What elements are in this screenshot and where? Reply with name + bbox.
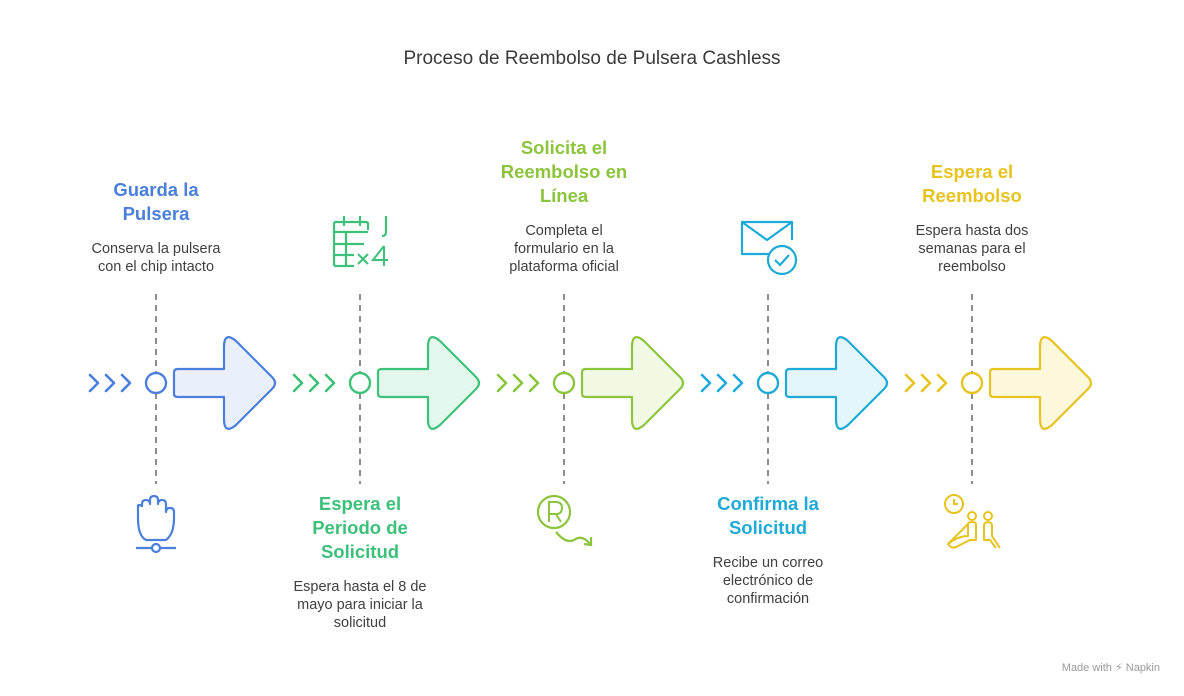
step-marker (144, 371, 168, 395)
step-description: Completa el formulario en la plataforma of… (469, 222, 659, 276)
chevron-icon (104, 373, 116, 393)
step-description-line: electrónico de (722, 573, 814, 589)
step-title-line: Confirma la (717, 493, 819, 514)
step-description: Conserva la pulsera con el chip intacto (61, 240, 251, 276)
step-description-line: formulario en la (514, 241, 614, 257)
step-3 (496, 294, 685, 547)
step-title: Solicita el Reembolso en Línea (469, 136, 659, 208)
step-4 (700, 220, 889, 484)
step-title-line: Espera el (930, 161, 1014, 182)
chevron-icon (700, 373, 712, 393)
step-description-line: Recibe un correo (712, 555, 824, 571)
chevron-icon (88, 373, 100, 393)
step-arrow (988, 336, 1093, 430)
step-5 (904, 294, 1093, 549)
step-title-line: Periodo de (312, 517, 408, 538)
step-title-line: Reembolso en (500, 161, 628, 182)
step-title: Guarda la Pulsera (61, 178, 251, 226)
mail-check-icon (740, 220, 798, 276)
chevron-icon (716, 373, 728, 393)
made-with-napkin-footer: Made with ⚡ Napkin (1061, 662, 1160, 674)
calendar-multiply-icon (332, 216, 388, 268)
step-title-line: Reembolso (922, 185, 1022, 206)
chevron-icon (324, 373, 336, 393)
step-title-line: Solicita el (520, 137, 608, 158)
step-title-line: Guarda la (113, 179, 199, 200)
chevron-icon (936, 373, 948, 393)
step-description-line: solicitud (333, 615, 387, 631)
chevron-icon (732, 373, 744, 393)
chevron-icon (308, 373, 320, 393)
step-title: Confirma la Solicitud (673, 492, 863, 540)
step-description: Recibe un correo electrónico de confirmaci… (673, 554, 863, 608)
step-arrow (784, 336, 889, 430)
refund-icon (536, 494, 593, 547)
step-title-line: Pulsera (122, 203, 190, 224)
step-title: Espera el Periodo de Solicitud (265, 492, 455, 564)
chevron-icon (292, 373, 304, 393)
chevron-icon (496, 373, 508, 393)
step-description-line: plataforma oficial (509, 259, 619, 275)
step-description-line: semanas para el (918, 241, 1026, 257)
step-description-line: con el chip intacto (97, 259, 215, 275)
diagram-title: Proceso de Reembolso de Pulsera Cashless (403, 48, 781, 69)
step-description-line: Espera hasta el 8 de (293, 579, 427, 595)
step-title-line: Espera el (318, 493, 402, 514)
step-marker (756, 371, 780, 395)
step-description: Espera hasta dos semanas para el reembolso (877, 222, 1067, 276)
step-description-line: Conserva la pulsera (91, 241, 221, 257)
step-title-line: Solicitud (728, 517, 808, 538)
step-arrow (580, 336, 685, 430)
chevron-icon (528, 373, 540, 393)
step-arrow (172, 336, 277, 430)
chevron-icon (904, 373, 916, 393)
step-title-line: Solicitud (320, 541, 400, 562)
step-marker (960, 371, 984, 395)
step-description-line: mayo para iniciar la (297, 597, 423, 613)
step-marker (348, 371, 372, 395)
step-2 (292, 216, 481, 484)
chevron-icon (512, 373, 524, 393)
step-arrow (376, 336, 481, 430)
fist-icon (136, 494, 176, 554)
step-marker (552, 371, 576, 395)
step-description-line: Completa el (525, 223, 603, 239)
waiting-people-icon (944, 494, 1001, 549)
step-title-line: Línea (539, 185, 589, 206)
step-title: Espera el Reembolso (877, 160, 1067, 208)
step-description-line: reembolso (938, 259, 1006, 275)
step-description-line: confirmación (726, 591, 810, 607)
chevron-icon (120, 373, 132, 393)
step-1 (88, 294, 277, 554)
chevron-icon (920, 373, 932, 393)
step-description-line: Espera hasta dos (915, 223, 1029, 239)
step-description: Espera hasta el 8 de mayo para iniciar la… (265, 578, 455, 632)
